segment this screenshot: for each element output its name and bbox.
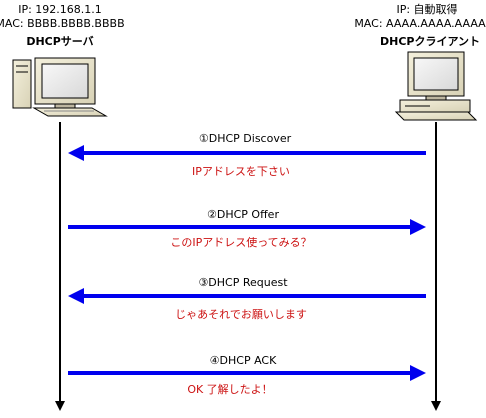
arrow-offer <box>68 219 426 235</box>
client-computer-icon <box>394 51 478 121</box>
message-label-offer: ②DHCP Offer <box>207 208 279 221</box>
server-computer-icon <box>12 57 108 117</box>
message-label-ack: ④DHCP ACK <box>209 354 277 367</box>
arrow-ack <box>68 365 426 381</box>
client-lifeline <box>431 122 441 411</box>
server-ip-label: IP: 192.168.1.1 <box>18 3 102 16</box>
client-mac-label: MAC: AAAA.AAAA.AAAA <box>354 17 486 30</box>
message-label-request: ③DHCP Request <box>198 276 288 289</box>
message-note-offer: このIPアドレス使ってみる？ <box>170 236 312 249</box>
message-label-discover: ①DHCP Discover <box>198 132 292 145</box>
message-note-discover: IPアドレスを下さい <box>192 165 290 178</box>
client-ip-label: IP: 自動取得 <box>396 3 458 16</box>
arrow-discover <box>68 145 426 161</box>
client-name-label: DHCPクライアント <box>379 35 481 48</box>
arrow-request <box>68 288 426 304</box>
server-name-label: DHCPサーバ <box>26 35 94 48</box>
message-arrows <box>68 145 426 381</box>
message-note-ack: OK 了解したよ！ <box>187 383 273 396</box>
message-note-request: じゃあそれでお願いします <box>175 308 307 321</box>
server-lifeline <box>55 122 65 411</box>
server-mac-label: MAC: BBBB.BBBB.BBBB <box>0 17 125 30</box>
